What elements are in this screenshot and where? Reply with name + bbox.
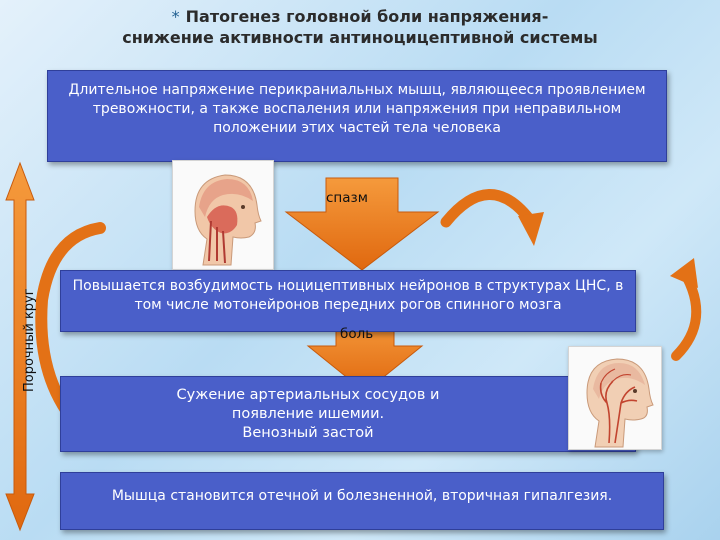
vicious-circle-double-arrow	[5, 161, 35, 532]
box-vessels-text: Сужение артериальных сосудов и появление…	[176, 386, 440, 441]
title-line-1: Патогенез головной боли напряжения-	[185, 7, 549, 26]
label-spasm: спазм	[326, 190, 368, 206]
box-vessels: Сужение артериальных сосудов и появление…	[60, 376, 636, 452]
label-pain: боль	[340, 326, 374, 342]
head-vessels-image	[568, 346, 662, 450]
box-excitability-text: Повышается возбудимость ноцицептивных не…	[72, 278, 624, 313]
top-right-curved-arrow	[440, 189, 544, 246]
box-excitability: Повышается возбудимость ноцицептивных не…	[60, 270, 636, 332]
title-line-2: снижение активности антиноцицептивной си…	[122, 28, 598, 47]
bullet-star: *	[171, 7, 180, 26]
box-muscle-tension-text: Длительное напряжение перикраниальных мы…	[68, 82, 646, 136]
slide-title: * Патогенез головной боли напряжения- сни…	[0, 6, 720, 48]
spasm-down-arrow	[284, 177, 440, 271]
head-muscles-image	[172, 160, 274, 270]
box-muscle-tension: Длительное напряжение перикраниальных мы…	[47, 70, 667, 162]
head-muscles-icon	[194, 174, 262, 266]
head-vessels-icon	[586, 358, 654, 448]
right-curved-arrow	[670, 258, 702, 361]
box-muscle-edema: Мышца становится отечной и болезненной, …	[60, 472, 664, 530]
label-vicious-circle: Порочный круг	[22, 288, 37, 392]
box-muscle-edema-text: Мышца становится отечной и болезненной, …	[111, 488, 613, 504]
